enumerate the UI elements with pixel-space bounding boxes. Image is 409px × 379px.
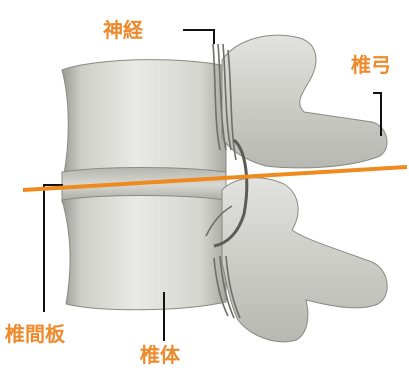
nerve-label: 神経 — [103, 19, 143, 41]
vertebral-arch-label: 椎弓 — [351, 54, 391, 76]
intervertebral-disc-leader-line — [44, 185, 63, 312]
nerve-leader-line — [183, 30, 214, 44]
upper-vertebral-body — [62, 60, 226, 176]
vertebral-body-label: 椎体 — [140, 344, 180, 366]
lower-vertebral-body — [62, 196, 226, 310]
intervertebral-disc-label: 椎間板 — [5, 323, 65, 345]
